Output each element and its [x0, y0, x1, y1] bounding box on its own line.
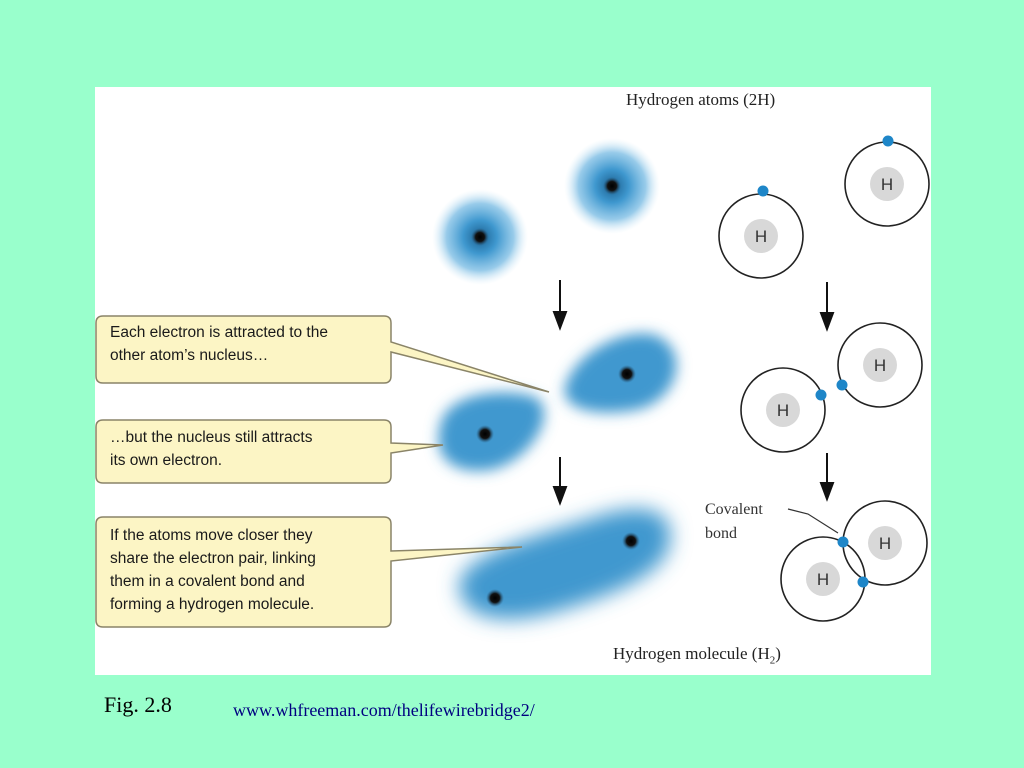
hydrogen-molecule-title-text: Hydrogen molecule (H — [613, 644, 770, 663]
covalent-bond-label-line2: bond — [705, 525, 737, 542]
hydrogen-atom-approaching-1: H — [740, 367, 827, 453]
electron-dot — [857, 576, 869, 588]
atom-label-h: H — [879, 534, 891, 553]
callout-nucleus-attraction-text: …but the nucleus still attracts its own … — [110, 426, 312, 472]
electron-dot — [836, 379, 848, 391]
hydrogen-molecule-title: Hydrogen molecule (H2) — [613, 644, 781, 666]
arrow-down-icon — [552, 457, 568, 506]
callout-line: If the atoms move closer they — [110, 527, 313, 544]
callout-line: them in a covalent bond and — [110, 573, 305, 590]
atom-label-h: H — [881, 175, 893, 194]
callout-covalent-bond — [95, 516, 523, 628]
callout-line: its own electron. — [110, 452, 222, 469]
electron-cloud-atom-1 — [432, 189, 528, 285]
source-url-link[interactable]: www.whfreeman.com/thelifewirebridge2/ — [233, 700, 535, 720]
callout-line: forming a hydrogen molecule. — [110, 596, 315, 613]
hydrogen-atoms-title: Hydrogen atoms (2H) — [626, 90, 776, 109]
hydrogen-atom-approaching-2: H — [836, 322, 923, 408]
covalent-bond-leader-line — [787, 508, 839, 534]
electron-cloud-approaching — [438, 333, 677, 471]
figure-number-label: Fig. 2.8 — [104, 692, 172, 717]
atom-label-h: H — [817, 570, 829, 589]
callout-line: …but the nucleus still attracts — [110, 429, 313, 446]
covalent-bond-label-line1: Covalent — [705, 501, 763, 518]
callout-line: share the electron pair, linking — [110, 550, 316, 567]
electron-dot — [837, 536, 849, 548]
arrow-down-icon — [552, 280, 568, 331]
atom-label-h: H — [777, 401, 789, 420]
hydrogen-atom-1: H — [718, 185, 804, 279]
arrow-down-icon — [819, 453, 835, 502]
electron-dot — [815, 389, 827, 401]
figure-panel: H H H H H H — [95, 87, 931, 675]
electron-cloud-atom-2 — [564, 138, 660, 234]
hydrogen-atom-2: H — [844, 135, 930, 227]
hydrogen-bond-diagram: H H H H H H — [95, 135, 930, 628]
callout-electron-attraction — [95, 315, 550, 393]
hydrogen-molecule-subscript: 2 — [769, 654, 776, 667]
callout-nucleus-attraction — [95, 419, 444, 484]
callout-covalent-bond-text: If the atoms move closer they share the … — [110, 524, 316, 616]
atom-label-h: H — [755, 227, 767, 246]
arrow-down-icon — [819, 282, 835, 332]
callout-electron-attraction-text: Each electron is attracted to the other … — [110, 321, 328, 367]
hydrogen-molecule-title-end: ) — [775, 644, 781, 663]
electron-cloud-molecule — [459, 509, 671, 620]
electron-dot — [757, 185, 769, 197]
hydrogen-molecule: H H — [780, 500, 928, 622]
callout-line: Each electron is attracted to the — [110, 324, 328, 341]
callout-line: other atom’s nucleus… — [110, 347, 269, 364]
atom-label-h: H — [874, 356, 886, 375]
electron-dot — [882, 135, 894, 147]
